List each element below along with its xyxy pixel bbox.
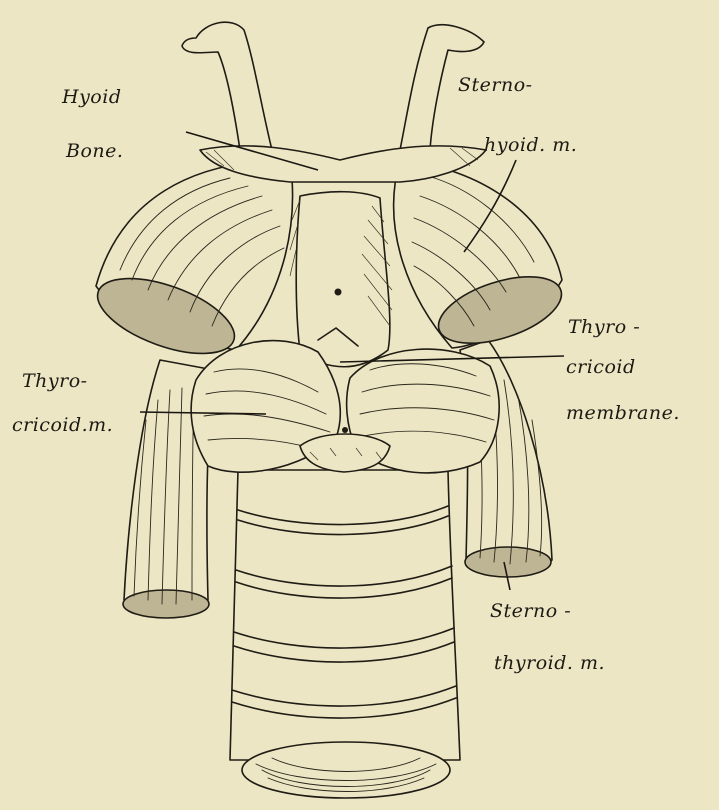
trachea [230, 470, 460, 798]
label-thyrocricoid-membrane-line1: Thyro - [568, 316, 640, 338]
label-thyrocricoid-muscle-line1: Thyro- [22, 370, 88, 392]
label-thyrocricoid-membrane-line2: cricoid [566, 356, 636, 378]
sternohyoid-muscle-right [394, 160, 570, 356]
laryngeal-prominence-dot [335, 289, 342, 296]
hyoid-horn-left [182, 22, 272, 150]
label-sternohyoid-line1: Sterno- [458, 74, 533, 96]
label-hyoid-bone-line2: Bone. [66, 140, 123, 162]
sternohyoid-muscle-left [88, 160, 292, 369]
thyroid-cartilage [290, 192, 392, 367]
label-sternothyroid-line2: thyroid. m. [494, 652, 605, 674]
label-thyrocricoid-membrane-line3: membrane. [566, 402, 680, 424]
label-sternothyroid-line1: Sterno - [490, 600, 571, 622]
label-sternohyoid-line2: hyoid. m. [484, 134, 577, 156]
label-thyrocricoid-muscle-line2: cricoid.m. [12, 414, 113, 436]
label-hyoid-bone-line1: Hyoid [62, 86, 121, 108]
